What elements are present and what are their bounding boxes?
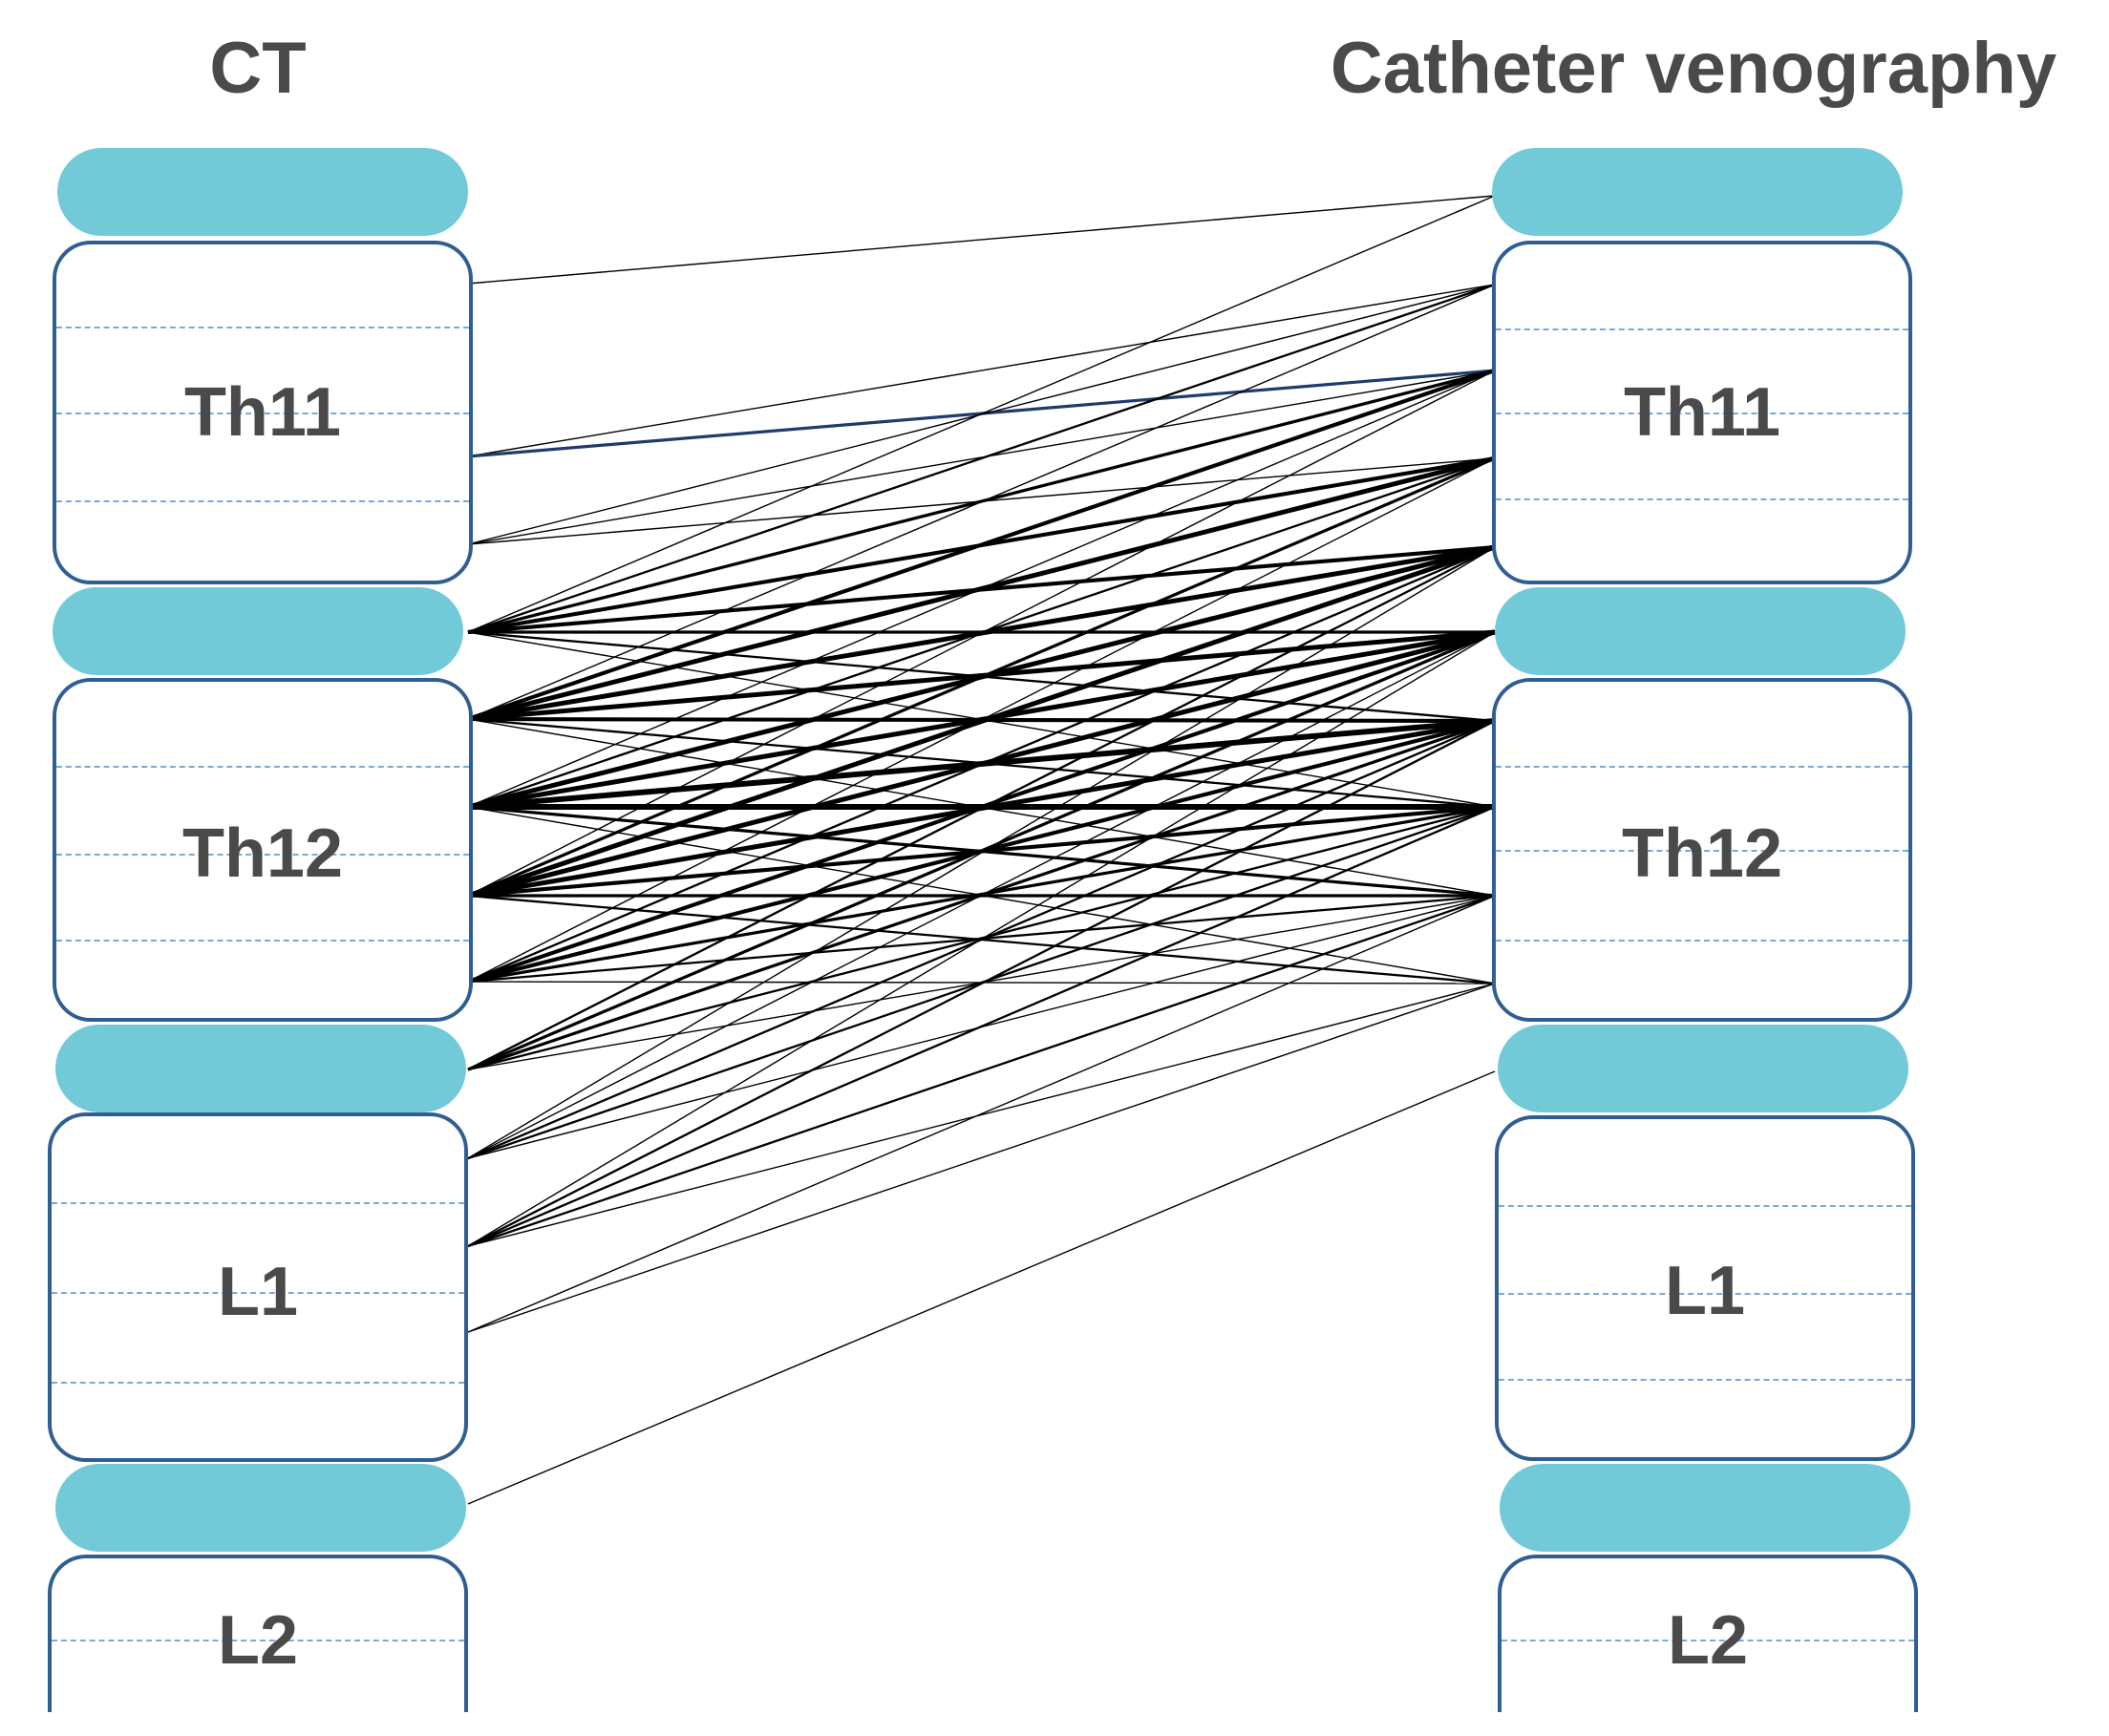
venography-vertebra-th11: Th11 <box>1492 241 1912 584</box>
venography-l1-label: L1 <box>1664 1253 1746 1329</box>
connection-line <box>467 983 1496 1247</box>
connection-line <box>467 895 1496 1333</box>
venography-disc-l1-l2 <box>1500 1464 1910 1552</box>
ct-vertebra-th11: Th11 <box>53 241 473 584</box>
connection-line <box>467 195 1496 633</box>
dashed-line <box>1496 413 1908 414</box>
dashed-line <box>1496 328 1908 330</box>
dashed-line <box>1499 1379 1911 1381</box>
connection-line <box>467 195 1496 285</box>
connection-line <box>467 894 1496 1248</box>
ct-vertebra-th12: Th12 <box>53 678 473 1022</box>
connection-line <box>467 370 1496 897</box>
connection-line <box>467 805 1496 1248</box>
connection-line <box>467 630 1496 1071</box>
dashed-line <box>56 766 469 768</box>
connection-line <box>467 630 1496 984</box>
ct-column-title: CT <box>209 28 307 109</box>
connection-line <box>467 369 1496 721</box>
ct-th12-label: Th12 <box>181 815 344 892</box>
dashed-line <box>1496 850 1908 852</box>
ct-vertebra-l1: L1 <box>48 1112 468 1462</box>
dashed-line <box>52 1640 464 1641</box>
connection-line <box>467 631 1496 1159</box>
connection-line <box>467 284 1496 457</box>
connection-line <box>467 546 1496 1159</box>
venography-vertebra-l1: L1 <box>1495 1115 1915 1461</box>
ct-disc-th12-l1 <box>55 1025 466 1112</box>
venography-vertebra-l2: L2 <box>1498 1555 1918 1712</box>
dashed-line <box>56 940 469 942</box>
venography-vertebra-th12: Th12 <box>1492 678 1912 1022</box>
venography-th12-label: Th12 <box>1621 815 1783 892</box>
dashed-line <box>52 1382 464 1384</box>
dashed-line <box>56 500 469 502</box>
dashed-line <box>1496 940 1908 942</box>
venography-disc-th11-th12 <box>1495 587 1906 675</box>
venography-disc-th12-l1 <box>1498 1025 1908 1112</box>
connection-line <box>467 631 1496 1247</box>
dashed-line <box>1496 766 1908 768</box>
dashed-line <box>56 854 469 856</box>
venography-column-title: Catheter venography <box>1330 28 2057 109</box>
connection-line <box>467 284 1496 720</box>
ct-l1-label: L1 <box>217 1254 299 1330</box>
venography-th11-label: Th11 <box>1623 374 1781 451</box>
ct-disc-l1-l2 <box>55 1464 466 1552</box>
ct-vertebra-l2: L2 <box>48 1555 468 1712</box>
connection-line <box>467 719 1496 1248</box>
connection-line <box>467 283 1496 634</box>
connection-line <box>467 1070 1496 1505</box>
dashed-line <box>1502 1640 1914 1641</box>
connection-line <box>467 545 1496 1071</box>
ct-disc-th11-th12 <box>53 587 463 675</box>
connection-line <box>467 457 1496 983</box>
venography-disc-top <box>1492 148 1903 236</box>
ct-th11-label: Th11 <box>183 374 342 451</box>
venography-l2-label: L2 <box>1667 1602 1749 1679</box>
connection-line <box>467 544 1496 899</box>
dashed-line <box>1496 498 1908 500</box>
connection-line <box>467 805 1496 1071</box>
dashed-line <box>1499 1293 1911 1295</box>
dashed-line <box>52 1202 464 1204</box>
connection-line <box>467 370 1496 808</box>
dashed-line <box>1499 1205 1911 1207</box>
dashed-line <box>56 413 469 414</box>
connection-line <box>467 545 1496 984</box>
connection-line <box>467 456 1496 898</box>
ct-disc-top <box>57 148 468 236</box>
connection-line <box>467 983 1496 1333</box>
dashed-line <box>52 1292 464 1294</box>
ct-l2-label: L2 <box>217 1602 299 1679</box>
dashed-line <box>56 327 469 328</box>
